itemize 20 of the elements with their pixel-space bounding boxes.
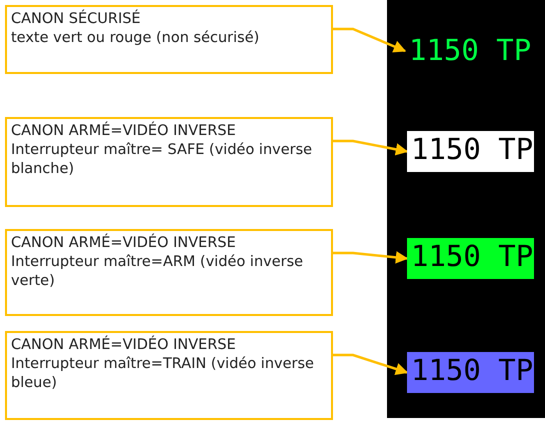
callout-heading: CANON ARMÉ=VIDÉO INVERSE [11,234,237,253]
leader-arrow [333,251,408,264]
display-readout: 1150 TP [405,32,537,70]
display-readout: 1150 TP [407,352,534,393]
callout-text: Interrupteur maître= SAFE (vidéo inverse blanche) [11,141,314,179]
callout-text: Interrupteur maître=ARM (vidéo inverse verte) [11,253,304,291]
callout-box [5,117,333,207]
callout-heading: CANON ARMÉ=VIDÉO INVERSE [11,336,237,355]
display-readout: 1150 TP [407,238,534,279]
leader-arrow [333,28,406,52]
callout-box [5,229,333,316]
display-readout: 1150 TP [407,131,534,172]
callout-box [5,5,333,74]
callout-text: texte vert ou rouge (non sécurisé) [11,29,260,48]
callout-text: Interrupteur maître=TRAIN (vidéo inverse bleue) [11,355,315,393]
callout-heading: CANON SÉCURISÉ [11,10,142,29]
leader-arrow [333,140,408,156]
callout-heading: CANON ARMÉ=VIDÉO INVERSE [11,122,237,141]
callout-box [5,331,333,420]
leader-arrow [333,354,408,375]
